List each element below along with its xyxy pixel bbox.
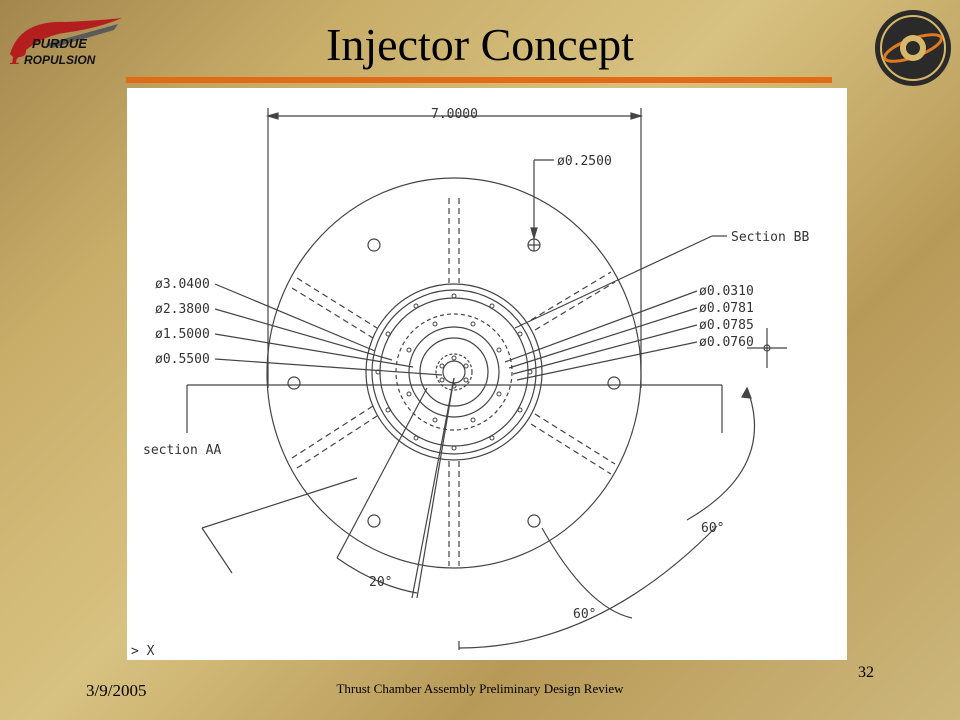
right-callout-3: ø0.0785 (699, 318, 754, 333)
svg-text:PURDUE: PURDUE (32, 36, 87, 51)
angle-60-right-label: 60° (701, 521, 724, 536)
bolt-hole (287, 376, 301, 390)
angle-20-label: 20° (369, 575, 392, 590)
footer-date: 3/9/2005 (86, 681, 147, 700)
bolt-hole (367, 238, 381, 252)
left-callout-3: ø1.5000 (155, 327, 210, 342)
footer-title: Thrust Chamber Assembly Preliminary Desi… (336, 681, 624, 696)
left-callout-4: ø0.5500 (155, 352, 210, 367)
injector-outer-plate (266, 177, 642, 569)
svg-text:ROPULSION: ROPULSION (24, 53, 96, 67)
right-callout-1: ø0.0310 (699, 284, 754, 299)
title-underline-rule (126, 77, 832, 83)
purdue-aeronautics-seal (872, 6, 954, 88)
purdue-propulsion-logo: PURDUE ROPULSION P (6, 14, 126, 70)
svg-text:P: P (9, 41, 27, 70)
bolt-hole (367, 514, 381, 528)
overall-dimension-label: 7.0000 (431, 107, 478, 122)
slide-title: Injector Concept (326, 19, 634, 70)
section-aa-label: section AA (143, 443, 221, 458)
angle-60-bottom-label: 60° (573, 607, 596, 622)
injector-ring-inner (408, 326, 500, 418)
bolt-hole (527, 514, 541, 528)
axis-x-label: > X (131, 644, 155, 659)
bolt-hole (607, 376, 621, 390)
right-callout-2: ø0.0781 (699, 301, 754, 316)
left-callout-1: ø3.0400 (155, 277, 210, 292)
right-callout-4: ø0.0760 (699, 335, 754, 350)
injector-ring-outer (365, 283, 543, 461)
left-callout-2: ø2.3800 (155, 302, 210, 317)
section-bb-label: Section BB (731, 230, 809, 245)
injector-cad-drawing: 7.0000 ø0.2500 ø3.0400 ø2.3800 ø1.5000 ø… (131, 107, 809, 659)
injector-drawing-panel: 7.0000 ø0.2500 ø3.0400 ø2.3800 ø1.5000 ø… (127, 88, 847, 660)
bolt-hole-callout: ø0.2500 (557, 154, 612, 169)
slide-number: 32 (858, 664, 874, 681)
